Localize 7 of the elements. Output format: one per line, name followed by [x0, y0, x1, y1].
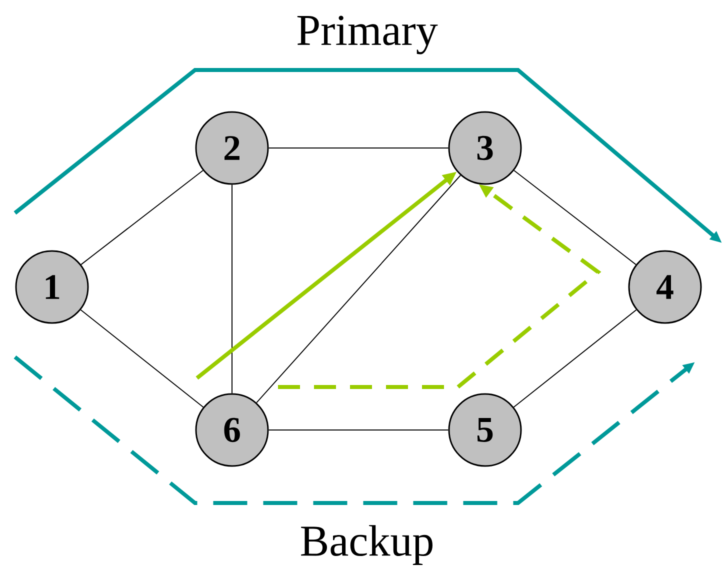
connector-line [80, 170, 204, 266]
connector-line [513, 309, 637, 408]
connector-line [514, 170, 636, 266]
connector-line [80, 309, 204, 408]
path-label: Backup [301, 525, 432, 565]
connector-line [256, 174, 461, 404]
path-label: Primary [297, 16, 438, 54]
